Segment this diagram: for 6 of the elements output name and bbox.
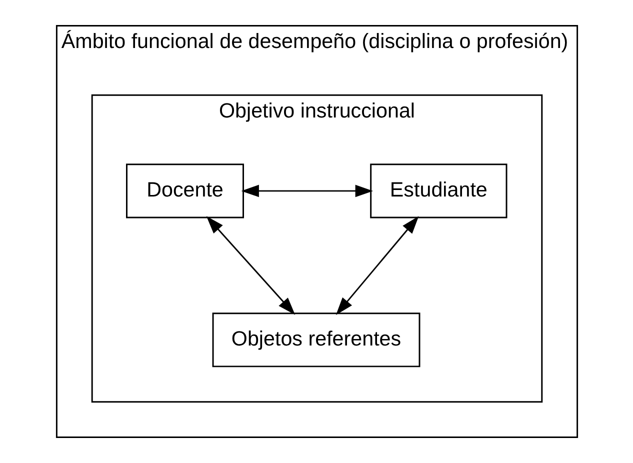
node-box: Docente bbox=[126, 164, 244, 218]
arrow bbox=[335, 216, 418, 315]
node-box: Estudiante bbox=[370, 164, 507, 218]
arrow bbox=[240, 184, 373, 198]
arrow bbox=[206, 216, 295, 315]
node-box: Objetos referentes bbox=[212, 312, 420, 368]
